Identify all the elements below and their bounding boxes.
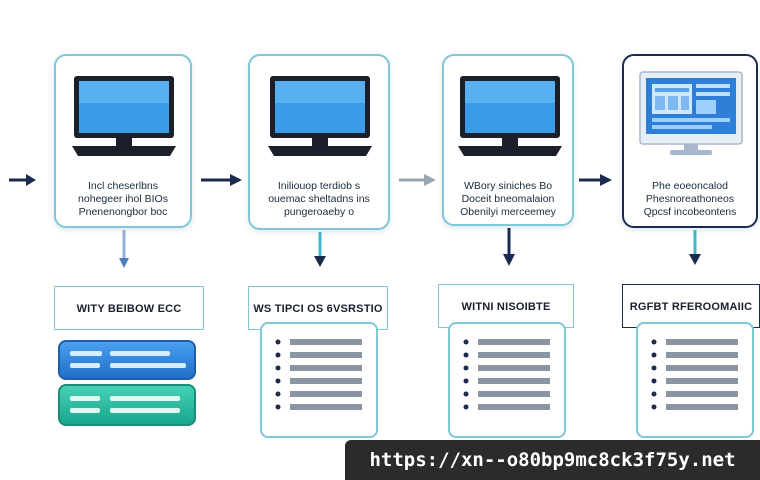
database-stack-icon <box>58 340 196 428</box>
arrow-step-3-to-4 <box>579 174 612 186</box>
monitor-icon <box>268 76 372 156</box>
step-4-down-connector <box>689 230 701 265</box>
step-1-description: Incl cheserlbns nohegeer ihol BIOs Pnene… <box>78 180 168 218</box>
step-2-description: Iniliouop terdiob s ouemac sheltadns ins… <box>268 180 370 218</box>
step-4-card[interactable]: Phe eoeoncalod Phesnoreathoneos Qpcsf in… <box>622 54 758 228</box>
step-1-label: WITY BEIBOW ECC <box>54 286 204 330</box>
database-block-top <box>58 340 196 380</box>
step-3-description: WBory siniches Bo Doceit bneomalaion Obe… <box>460 180 556 218</box>
list-lines-icon <box>275 339 362 410</box>
database-block-bottom <box>58 384 196 426</box>
dashboard-monitor-icon <box>639 71 743 155</box>
step-3-document <box>448 322 566 438</box>
arrow-step-1-to-2 <box>201 174 242 186</box>
list-lines-icon <box>463 339 550 410</box>
step-1-card[interactable]: Incl cheserlbns nohegeer ihol BIOs Pnene… <box>54 54 192 228</box>
list-lines-icon <box>651 339 738 410</box>
url-watermark: https://xn--o80bp9mc8ck3f75y.net <box>345 440 760 480</box>
step-3-label: WITNI NISOIBTE <box>438 284 574 328</box>
entry-arrow <box>9 174 36 186</box>
step-4-document <box>636 322 754 438</box>
monitor-icon <box>458 76 562 156</box>
step-2-card[interactable]: Iniliouop terdiob s ouemac sheltadns ins… <box>248 54 390 230</box>
step-3-card[interactable]: WBory siniches Bo Doceit bneomalaion Obe… <box>442 54 574 226</box>
step-2-down-connector <box>314 232 326 267</box>
step-3-down-connector <box>503 228 515 266</box>
step-4-description: Phe eoeoncalod Phesnoreathoneos Qpcsf in… <box>643 180 737 218</box>
arrow-step-2-to-3 <box>399 174 436 186</box>
step-1-down-connector <box>119 230 129 268</box>
step-2-document <box>260 322 378 438</box>
monitor-icon <box>72 76 176 156</box>
